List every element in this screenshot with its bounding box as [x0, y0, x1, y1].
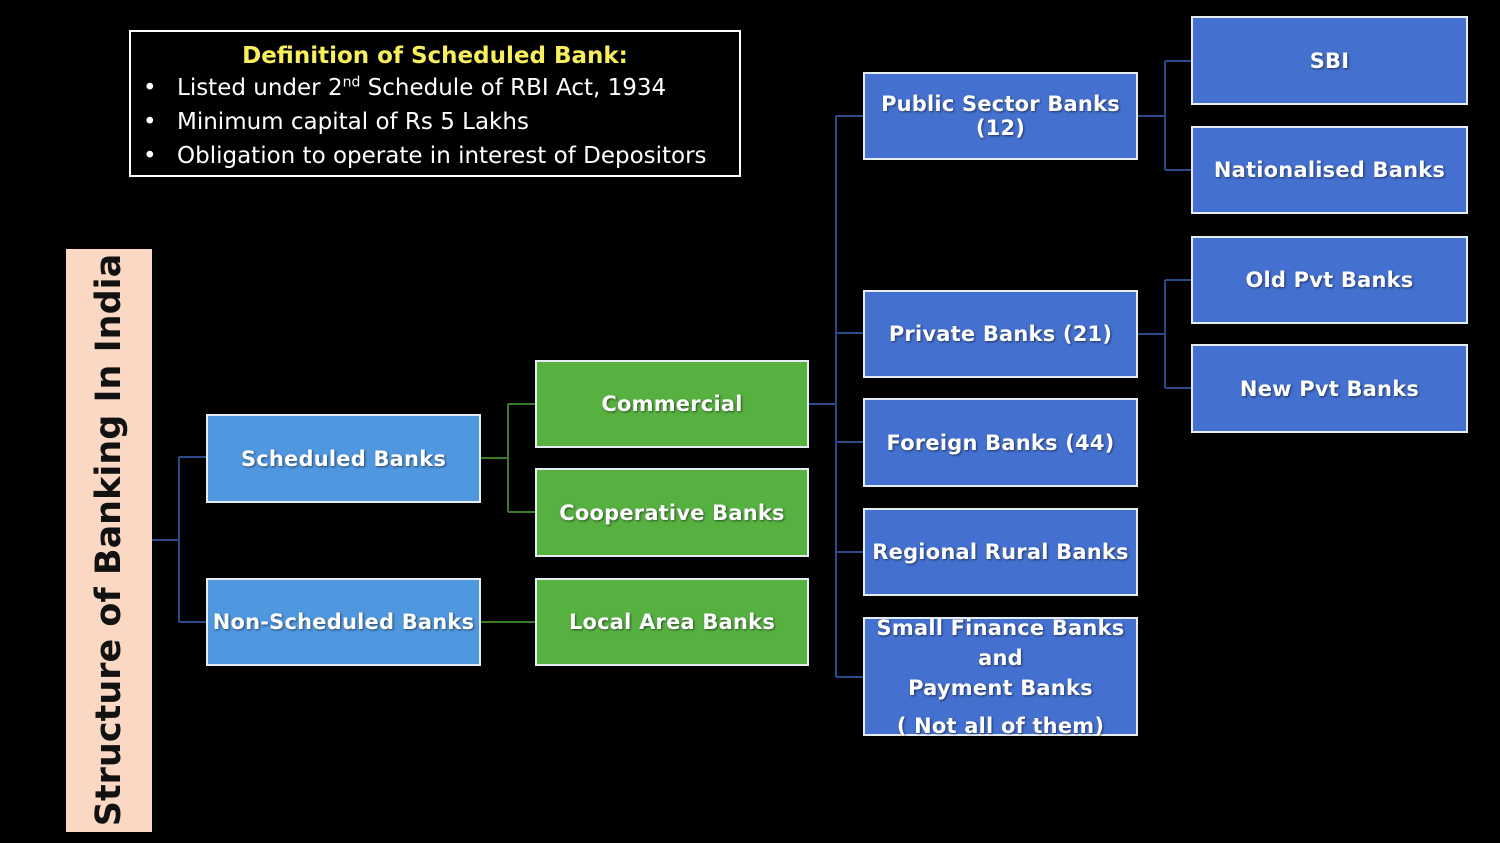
definition-box: Definition of Scheduled Bank: Listed und…: [129, 30, 741, 177]
node-public-sector-banks: Public Sector Banks (12): [863, 72, 1138, 160]
small-finance-line-3: ( Not all of them): [896, 713, 1105, 738]
small-finance-line-1: Small Finance Banks and: [876, 615, 1125, 670]
node-scheduled-banks: Scheduled Banks: [206, 414, 481, 503]
node-private-banks: Private Banks (21): [863, 290, 1138, 378]
connector-root-to-level1: [152, 456, 206, 623]
node-new-pvt-banks: New Pvt Banks: [1191, 344, 1468, 433]
definition-item-schedule-text: Listed under 2: [177, 75, 343, 101]
definition-item-obligation: Obligation to operate in interest of Dep…: [131, 139, 739, 173]
node-foreign-banks: Foreign Banks (44): [863, 398, 1138, 487]
definition-item-schedule: Listed under 2nd Schedule of RBI Act, 19…: [131, 71, 739, 105]
node-local-area-banks: Local Area Banks: [535, 578, 809, 666]
node-small-finance-payment-banks: Small Finance Banks and Payment Banks ( …: [863, 616, 1138, 738]
structure-title: Structure of Banking In India: [89, 253, 129, 827]
node-commercial: Commercial: [535, 360, 809, 448]
definition-item-schedule-text-end: Schedule of RBI Act, 1934: [360, 75, 667, 101]
connector-scheduled-to-level2: [480, 403, 535, 513]
node-sbi: SBI: [1191, 16, 1468, 105]
node-regional-rural-banks: Regional Rural Banks: [863, 508, 1138, 596]
connector-private-to-level4: [1137, 279, 1192, 389]
node-nationalised-banks: Nationalised Banks: [1191, 126, 1468, 214]
structure-title-panel: Structure of Banking In India: [66, 249, 152, 832]
connector-public-to-level4: [1137, 60, 1192, 171]
small-finance-line-2: Payment Banks: [908, 675, 1093, 700]
definition-item-schedule-superscript: nd: [342, 74, 361, 91]
definition-item-capital: Minimum capital of Rs 5 Lakhs: [131, 105, 739, 139]
connector-commercial-to-level3: [808, 115, 864, 678]
definition-title: Definition of Scheduled Bank:: [242, 43, 628, 69]
definition-list: Listed under 2nd Schedule of RBI Act, 19…: [131, 71, 739, 173]
node-cooperative-banks: Cooperative Banks: [535, 468, 809, 557]
node-non-scheduled-banks: Non-Scheduled Banks: [206, 578, 481, 666]
node-old-pvt-banks: Old Pvt Banks: [1191, 236, 1468, 324]
